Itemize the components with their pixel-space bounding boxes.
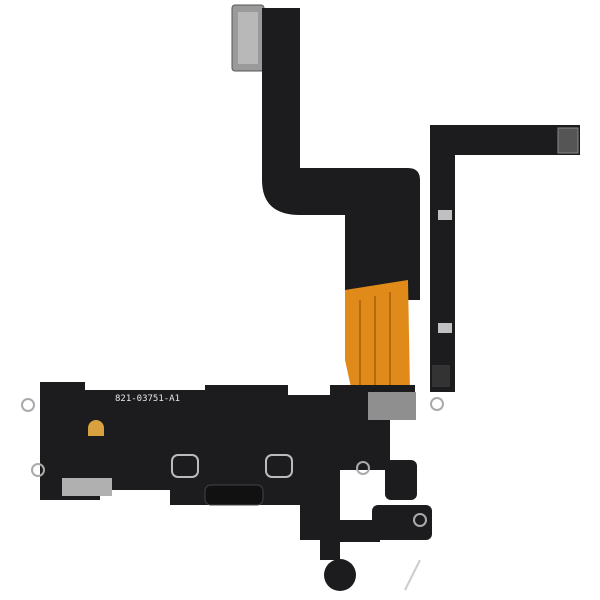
charging-port-board (40, 382, 415, 505)
main-flex-ribbon (262, 8, 420, 300)
metal-stiffener (368, 392, 416, 420)
screw-bracket (265, 454, 293, 478)
screw-bracket (171, 454, 199, 478)
metal-bracket (62, 478, 112, 496)
spring-clip (404, 559, 421, 591)
microphone (324, 559, 356, 591)
gold-contact (88, 420, 104, 436)
screw-ring (430, 397, 444, 411)
screw-ring (413, 513, 427, 527)
screw-ring (21, 398, 35, 412)
screw-ring (31, 463, 45, 477)
right-flex-branch (430, 125, 580, 392)
speaker-pad (385, 460, 417, 500)
bracket (438, 323, 452, 333)
top-connector-pins (238, 12, 258, 64)
lightning-port (204, 484, 264, 506)
lower-flex (300, 470, 340, 560)
bracket (438, 210, 452, 220)
part-number-label: 821-03751-A1 (115, 394, 180, 404)
right-sensor (432, 365, 450, 387)
orange-flex-lines (359, 292, 391, 385)
screw-ring (356, 461, 370, 475)
speaker-pad (372, 505, 432, 540)
orange-flex-section (345, 280, 410, 392)
right-connector (557, 127, 579, 154)
lower-flex-tab (325, 520, 380, 542)
